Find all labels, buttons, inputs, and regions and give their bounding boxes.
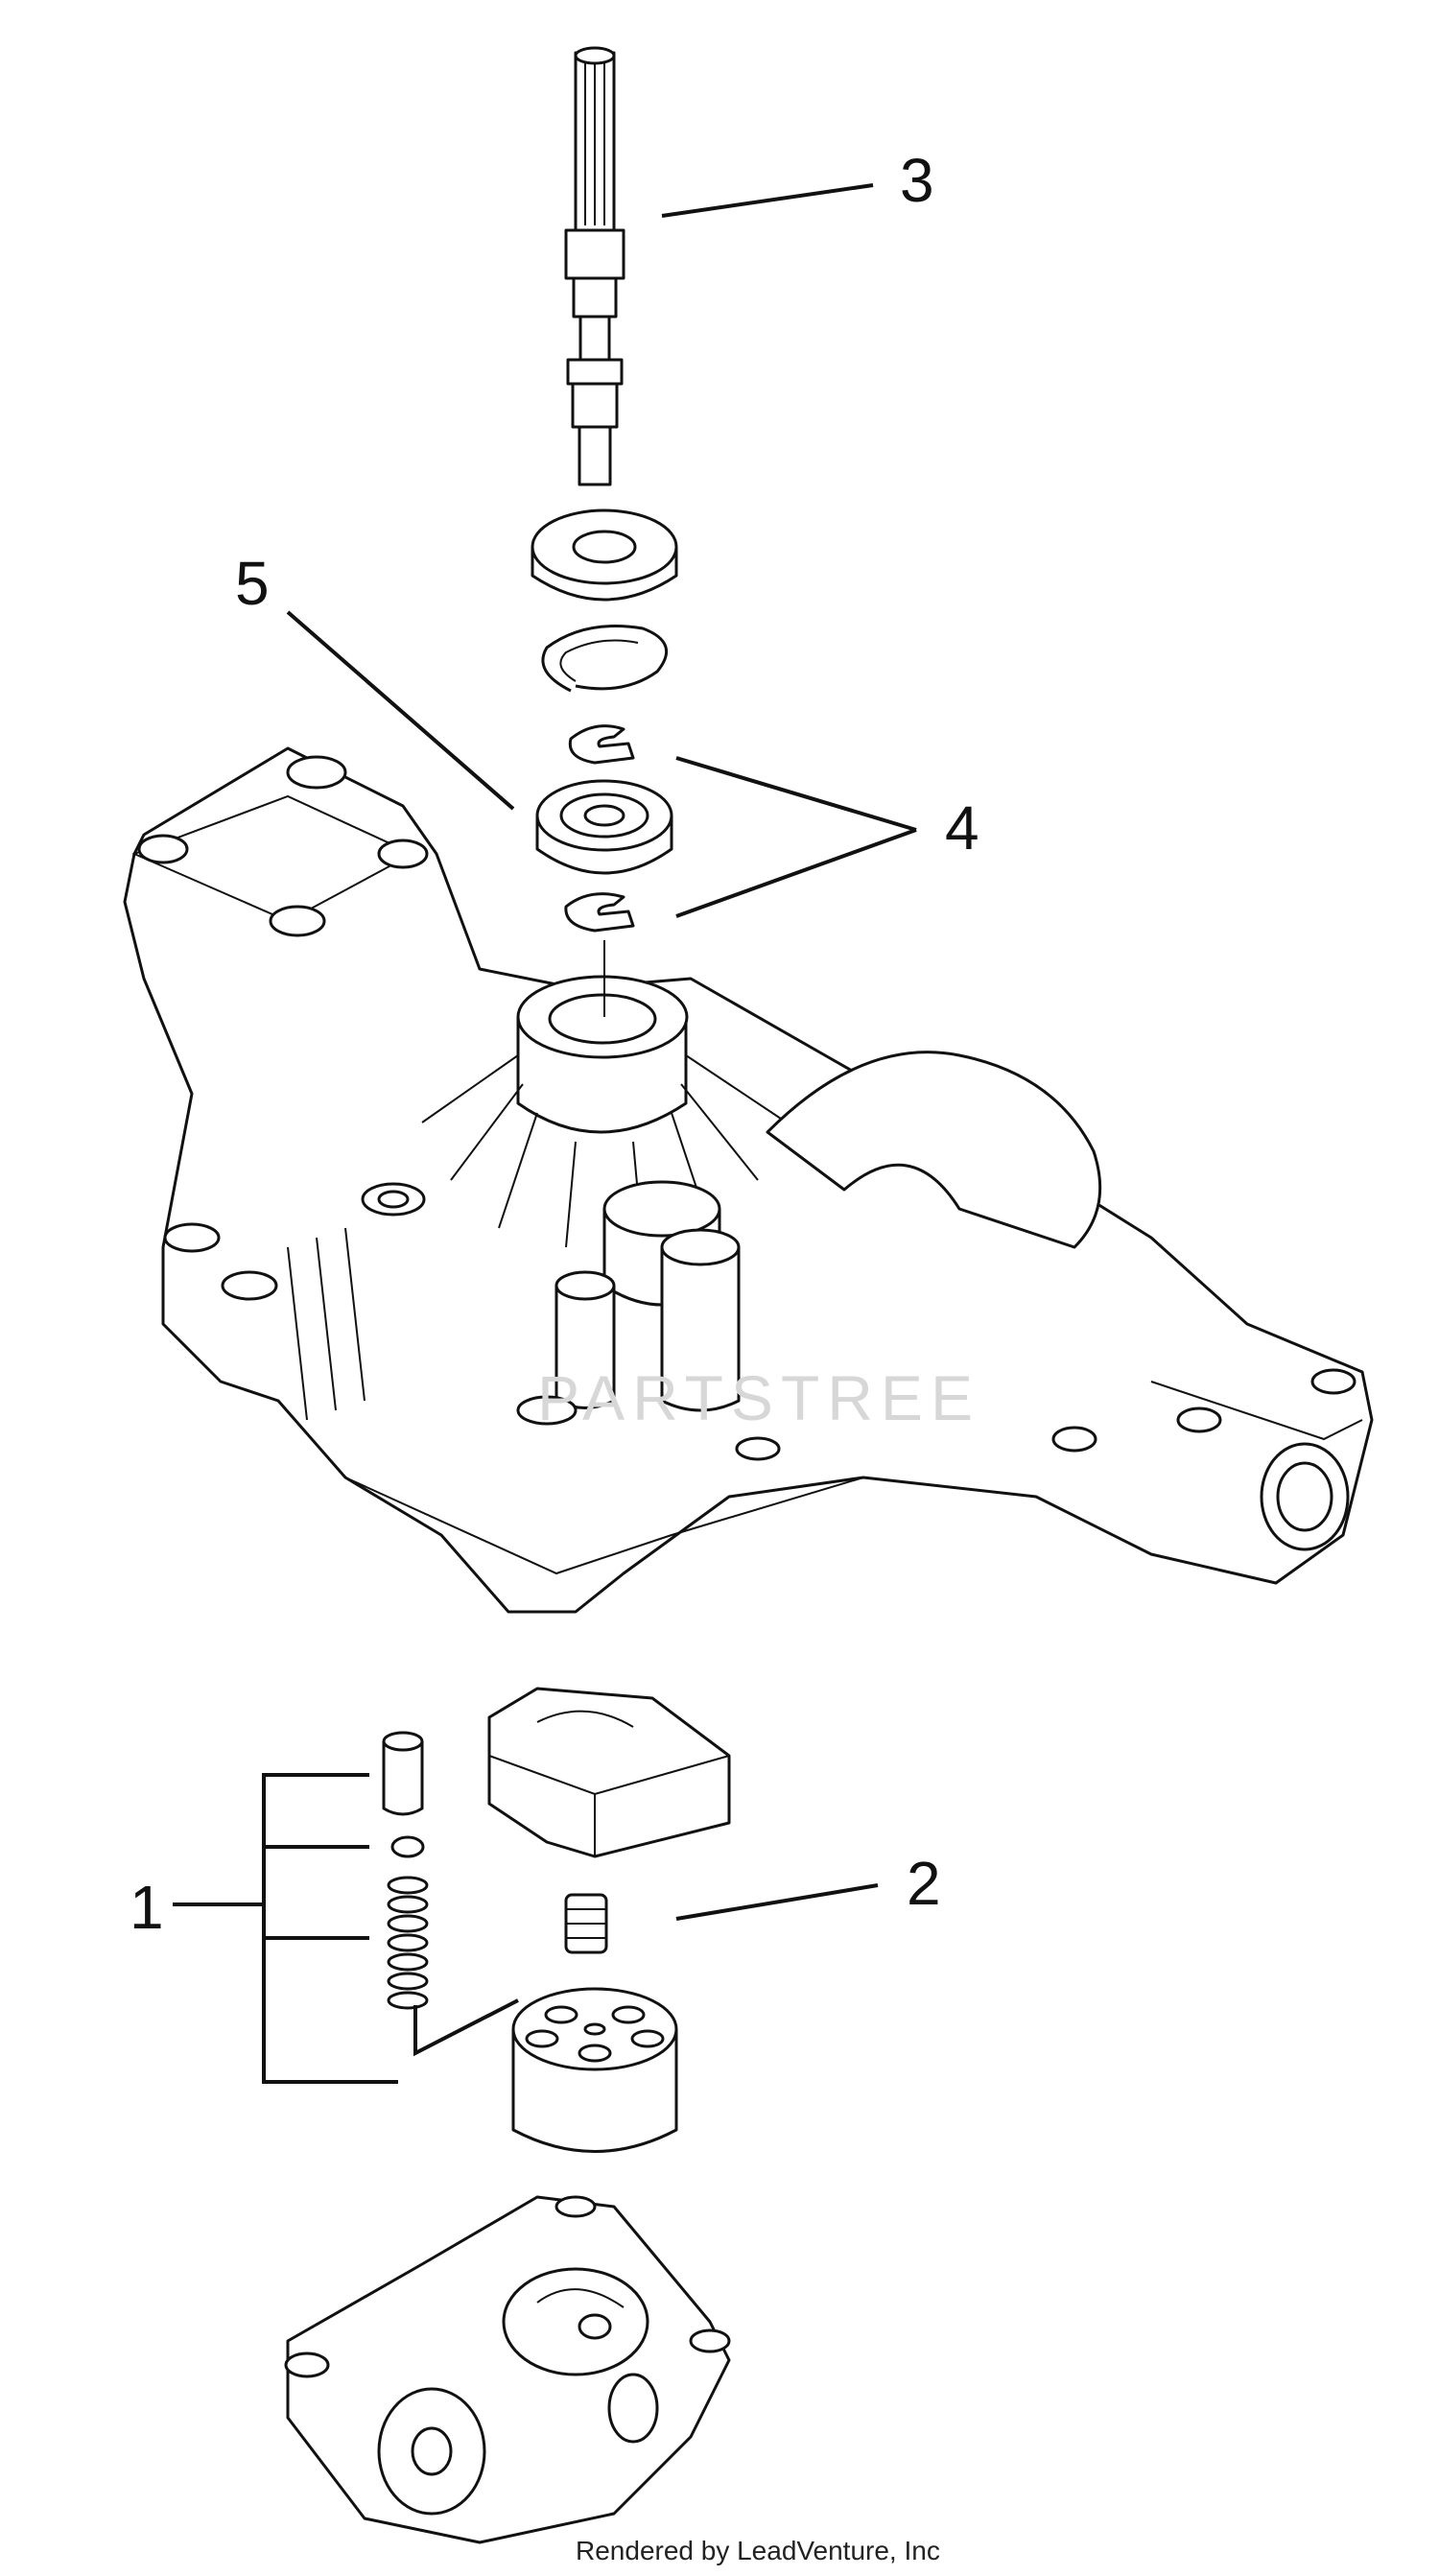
cylinder-block[interactable] [511, 1987, 678, 2153]
leader-4b [675, 828, 917, 918]
bearing-upper[interactable] [531, 508, 678, 602]
swashplate[interactable] [487, 1687, 731, 1858]
credit-text: Rendered by LeadVenture, Inc [576, 2536, 940, 2565]
pump-spring[interactable] [564, 1893, 608, 1954]
center-case[interactable] [284, 2195, 731, 2544]
leader-3 [661, 183, 874, 218]
callout-4: 4 [945, 793, 979, 863]
snap-ring-lower[interactable] [564, 892, 635, 933]
transmission-housing[interactable] [123, 746, 1374, 1614]
watermark-text: PARTSTREE [537, 1362, 980, 1433]
leader-2 [675, 1883, 879, 1921]
callout-1: 1 [130, 1873, 164, 1942]
leader-1-link [413, 1998, 519, 2057]
bearing-lower[interactable] [535, 779, 673, 875]
retaining-ring[interactable] [541, 625, 668, 693]
callout-2: 2 [907, 1849, 941, 1918]
snap-ring-upper[interactable] [568, 724, 635, 765]
callout-3: 3 [900, 146, 934, 215]
check-valve-kit[interactable] [382, 1731, 429, 2010]
leader-1-bracket [173, 1773, 398, 2084]
leader-5 [286, 610, 515, 811]
leader-4a [675, 756, 917, 832]
input-shaft[interactable] [564, 46, 625, 486]
callout-5: 5 [235, 549, 270, 618]
